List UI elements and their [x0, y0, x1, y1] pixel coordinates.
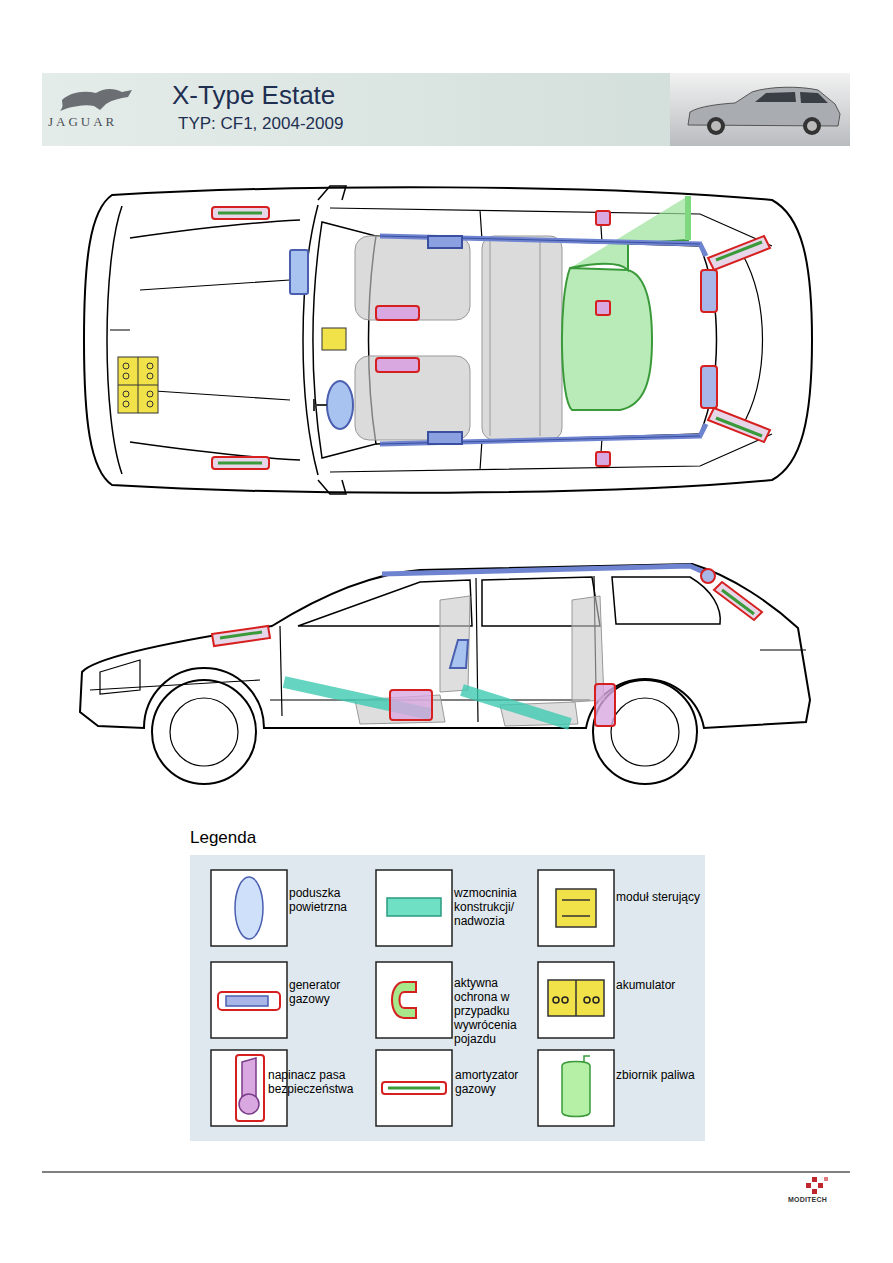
- legend-text: aktywna ochrona w przypadku wywrócenia p…: [454, 976, 532, 1046]
- car-photo-shape: [688, 87, 840, 135]
- legend-text: akumulator: [616, 978, 702, 992]
- fuel-tank: [562, 196, 688, 410]
- car-photo: [670, 73, 850, 146]
- legend-text: amortyzator gazowy: [455, 1068, 535, 1096]
- legend-heading: Legenda: [190, 828, 256, 848]
- components-side: [212, 566, 762, 726]
- page-title: X-Type Estate: [172, 80, 335, 110]
- seats-side: [355, 596, 604, 726]
- car-side-view: [80, 564, 810, 784]
- legend-text: moduł sterujący: [616, 890, 702, 904]
- legend-text: generator gazowy: [289, 978, 371, 1006]
- header-banner: [42, 73, 850, 146]
- brand-name: JAGUAR: [48, 114, 117, 130]
- legend-text: wzmocninia konstrukcji/ nadwozia: [454, 886, 536, 928]
- logo-text: MODITECH: [788, 1196, 827, 1203]
- legend-panel: [190, 855, 705, 1141]
- components-top: [118, 207, 770, 469]
- legend-icons: [211, 870, 614, 1126]
- curtain-edge: [380, 236, 700, 444]
- fuel-filler: [685, 196, 691, 240]
- model-type: TYP: CF1, 2004-2009: [178, 114, 343, 134]
- moditech-mark: [806, 1177, 828, 1194]
- legend-text: poduszka powietrzna: [289, 886, 371, 914]
- jaguar-logo: [60, 89, 132, 111]
- legend-text: zbiornik paliwa: [616, 1068, 702, 1082]
- legend-text: napinacz pasa bezpieczeństwa: [268, 1068, 368, 1096]
- car-top-view: [84, 186, 812, 494]
- seats-top: [355, 236, 562, 440]
- footer-rule: [42, 1172, 850, 1173]
- curtain-airbag: [380, 236, 706, 444]
